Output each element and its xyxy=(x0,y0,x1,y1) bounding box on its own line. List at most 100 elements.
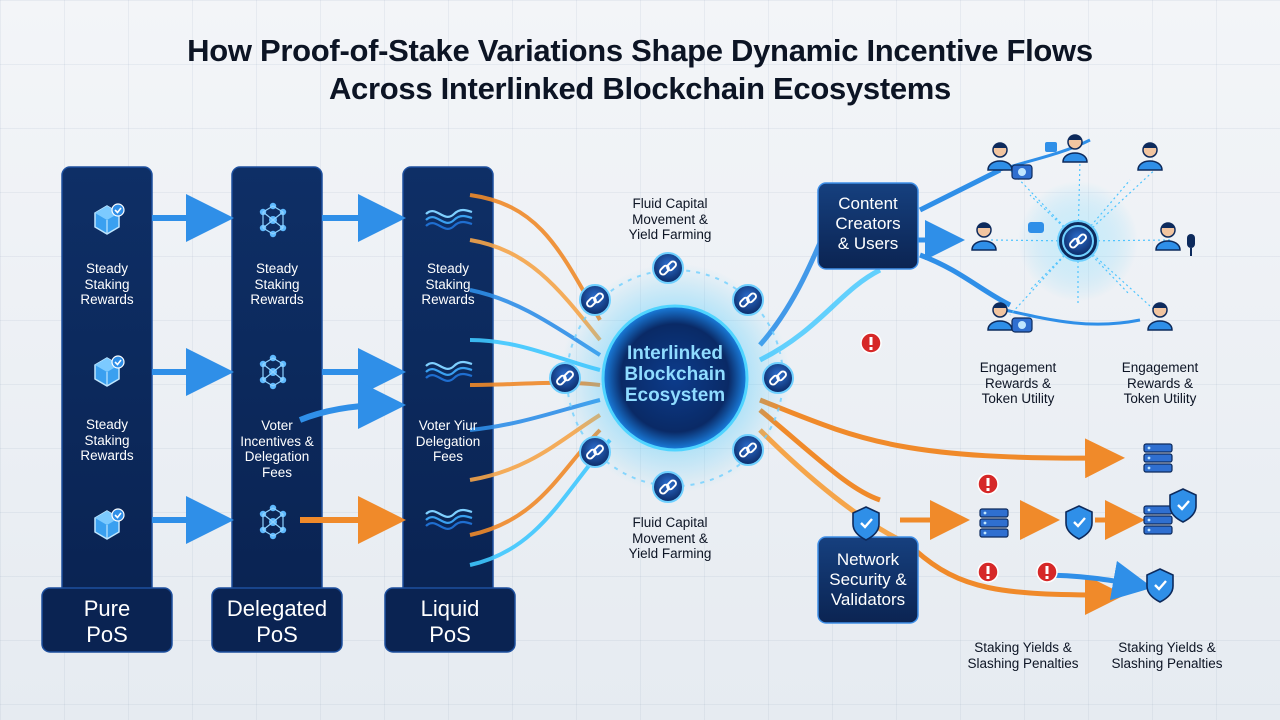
user-icon xyxy=(1147,302,1173,331)
server-icon xyxy=(979,508,1009,538)
engagement-label-right-line: Engagement xyxy=(1121,360,1199,375)
shield-check-icon xyxy=(1145,567,1175,604)
content-creators-title: Content Creators & Users xyxy=(818,194,918,254)
pure-label-2: Steady Staking Rewards xyxy=(62,417,152,464)
engagement-label-right-line: Rewards & xyxy=(1126,375,1194,391)
server-icon xyxy=(1143,443,1173,473)
pure-label-1-line: Rewards xyxy=(80,292,134,307)
engagement-label-left-line: Engagement xyxy=(979,360,1057,375)
pure-pos-title: Pure PoS xyxy=(42,596,172,648)
chain-link-icon xyxy=(652,252,684,284)
pure-label-2-line: Steady xyxy=(85,417,129,432)
network-security-title-line: Security & xyxy=(829,570,907,589)
delegated-label-2-line: Voter xyxy=(261,418,293,433)
staking-label-left-line: Staking Yields & xyxy=(974,640,1072,655)
user-icon xyxy=(1137,142,1163,171)
staking-label-right: Staking Yields & Slashing Penalties xyxy=(1092,640,1242,671)
hub-bottom-label-line: Movement & xyxy=(632,530,708,546)
shield-check-icon xyxy=(1168,487,1198,524)
server-icon xyxy=(1143,505,1173,535)
alert-icon xyxy=(977,561,999,583)
hub-top-label: Fluid Capital Movement & Yield Farming xyxy=(600,196,740,243)
engagement-label-right: Engagement Rewards & Token Utility xyxy=(1100,360,1220,407)
chain-link-icon xyxy=(579,284,611,316)
pure-pos-pillar xyxy=(41,166,173,653)
chain-link-icon xyxy=(652,471,684,503)
hub-core-label-line: Blockchain xyxy=(624,364,726,385)
delegated-pos-title: Delegated PoS xyxy=(212,596,342,648)
chain-link-icon xyxy=(762,362,794,394)
chain-link-icon xyxy=(732,434,764,466)
page-title: How Proof-of-Stake Variations Shape Dyna… xyxy=(0,32,1280,108)
user-icon xyxy=(1155,222,1181,251)
pure-pos-title-line: Pure xyxy=(83,596,131,621)
alert-icon xyxy=(1036,561,1058,583)
liquid-label-2-line: Voter Yiur xyxy=(418,418,478,433)
pure-label-2-line: Rewards xyxy=(80,448,134,463)
alert-icon xyxy=(860,332,882,354)
pure-label-2-line: Staking xyxy=(84,432,130,448)
liquid-label-1-line: Rewards xyxy=(421,292,475,307)
hub-core-label: Interlinked Blockchain Ecosystem xyxy=(600,343,750,406)
staking-label-left-line: Slashing Penalties xyxy=(967,655,1079,671)
staking-label-right-line: Staking Yields & xyxy=(1118,640,1216,655)
shield-check-icon xyxy=(851,505,881,542)
microphone-icon xyxy=(1187,234,1195,256)
delegated-label-1-line: Rewards xyxy=(250,292,304,307)
hub-core-label-line: Ecosystem xyxy=(624,385,726,406)
staking-label-right-line: Slashing Penalties xyxy=(1111,655,1223,671)
engagement-label-right-line: Token Utility xyxy=(1123,391,1197,406)
content-creators-title-line: Content xyxy=(838,194,898,213)
staking-label-left: Staking Yields & Slashing Penalties xyxy=(948,640,1098,671)
engagement-label-left-line: Rewards & xyxy=(984,375,1052,391)
chat-bubble-icon xyxy=(1028,142,1057,233)
camera-icon xyxy=(1011,164,1033,333)
liquid-label-2-line: Delegation xyxy=(415,433,481,449)
pure-label-1: Steady Staking Rewards xyxy=(62,261,152,308)
delegated-label-2-line: Delegation xyxy=(244,449,310,464)
user-icon xyxy=(971,222,997,251)
chain-link-icon xyxy=(549,362,581,394)
liquid-label-1: Steady Staking Rewards xyxy=(403,261,493,308)
chain-link-icon xyxy=(1062,225,1094,257)
delegated-label-2-line: Fees xyxy=(261,464,292,480)
delegated-label-1-line: Steady xyxy=(255,261,299,276)
delegated-pos-title-line: PoS xyxy=(256,622,298,647)
chain-link-icon xyxy=(732,284,764,316)
hub-outflows xyxy=(758,138,1153,615)
liquid-pos-title-line: PoS xyxy=(429,622,471,647)
hub-top-label-line: Movement & xyxy=(632,211,708,227)
hub-top-label-line: Fluid Capital xyxy=(632,196,708,211)
delegated-label-2-line: Incentives & xyxy=(240,433,314,449)
hub-core-label-line: Interlinked xyxy=(626,343,724,364)
liquid-label-1-line: Steady xyxy=(426,261,470,276)
title-line-2: Across Interlinked Blockchain Ecosystems xyxy=(328,71,952,106)
liquid-pos-title: Liquid PoS xyxy=(385,596,515,648)
hub-core xyxy=(601,304,749,452)
hub-bottom-label: Fluid Capital Movement & Yield Farming xyxy=(600,515,740,562)
content-creators-title-line: & Users xyxy=(837,234,899,253)
pillar-arrows xyxy=(152,194,406,544)
delegated-pos-title-line: Delegated xyxy=(226,596,328,621)
hub-bottom-label-line: Yield Farming xyxy=(628,546,712,561)
content-creators-box xyxy=(817,182,919,270)
alert-icon xyxy=(977,473,999,495)
hub-bottom-label-line: Fluid Capital xyxy=(632,515,708,530)
liquid-label-2: Voter Yiur Delegation Fees xyxy=(399,418,497,465)
liquid-label-2-line: Fees xyxy=(432,449,463,464)
delegated-pos-pillar xyxy=(211,166,343,653)
shield-check-icon xyxy=(1064,504,1094,541)
network-security-title-line: Validators xyxy=(830,590,906,609)
pure-pos-title-line: PoS xyxy=(86,622,128,647)
network-security-title: Network Security & Validators xyxy=(818,550,918,610)
liquid-pos-title-line: Liquid xyxy=(420,596,480,621)
user-icon xyxy=(987,142,1013,171)
delegated-label-1-line: Staking xyxy=(254,276,300,292)
engagement-label-left: Engagement Rewards & Token Utility xyxy=(958,360,1078,407)
pure-label-1-line: Steady xyxy=(85,261,129,276)
content-creators-title-line: Creators xyxy=(835,214,901,233)
liquid-label-1-line: Staking xyxy=(425,276,471,292)
pure-label-1-line: Staking xyxy=(84,276,130,292)
delegated-label-1: Steady Staking Rewards xyxy=(232,261,322,308)
